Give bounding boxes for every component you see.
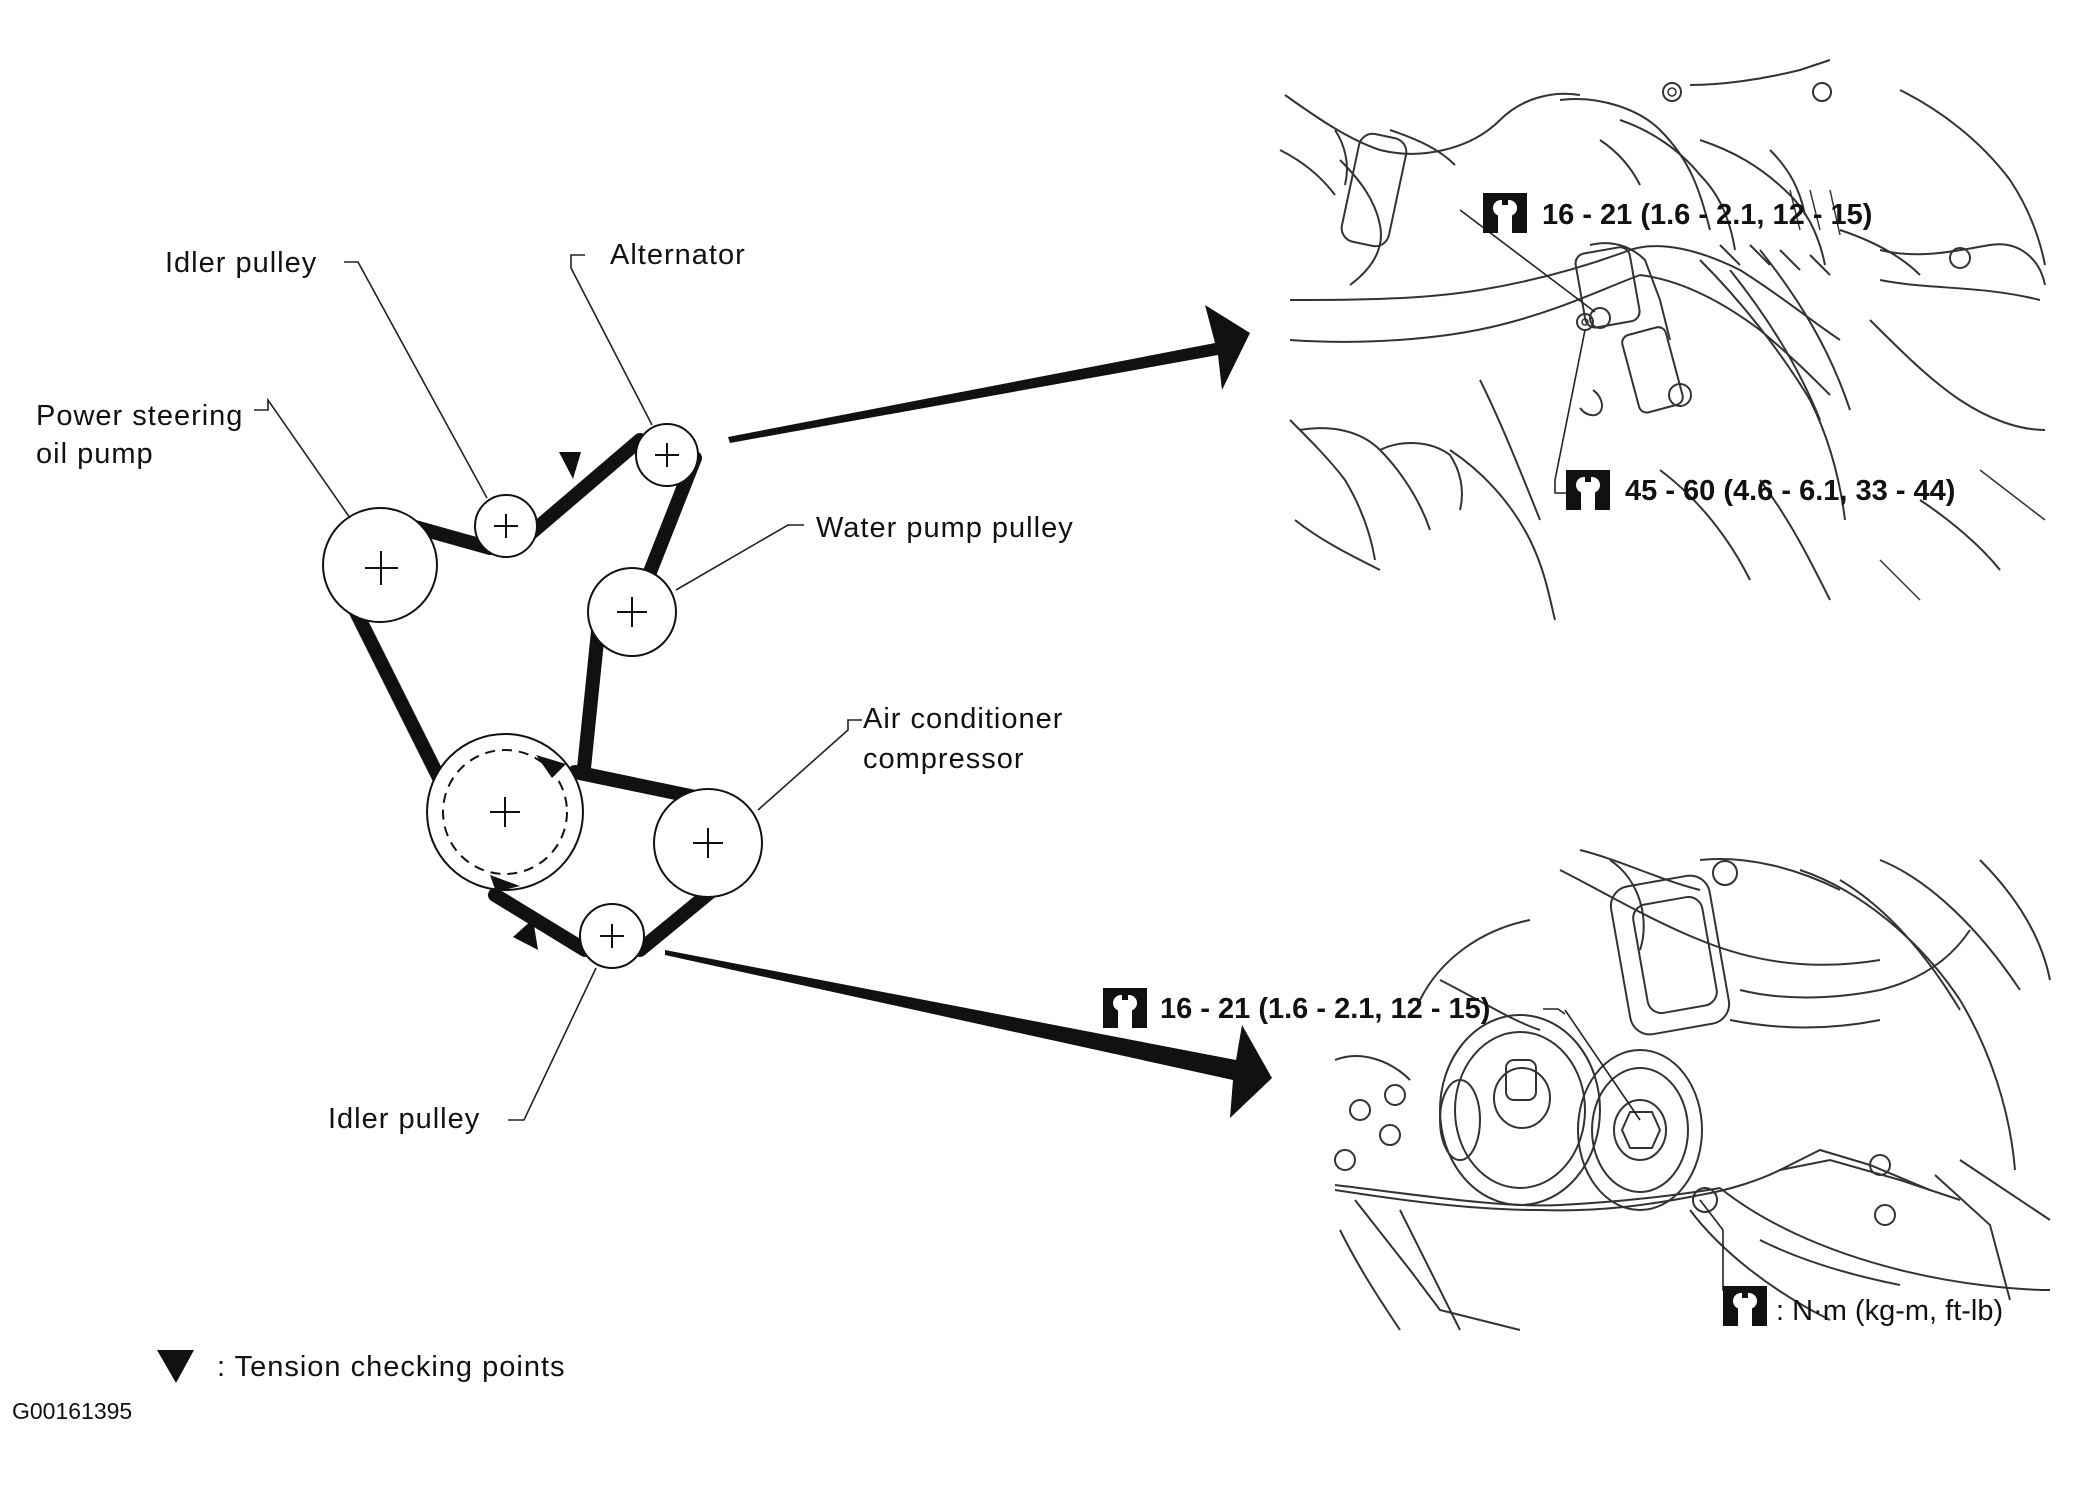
label-ac-line1: Air conditioner xyxy=(863,703,1063,735)
pulley-water-pump xyxy=(587,567,677,657)
tension-point-icon xyxy=(559,452,581,479)
belt-direction-mark xyxy=(490,875,520,892)
pulley-crankshaft xyxy=(426,733,584,891)
callout-arrow-idler xyxy=(665,950,1272,1118)
torque-wrench-icon xyxy=(1566,470,1610,510)
tension-point-icon xyxy=(157,1350,194,1383)
legend-tension-points: : Tension checking points xyxy=(217,1351,566,1383)
belt-schematic: Idler pulley Alternator Power steering o… xyxy=(36,239,1272,1135)
callout-arrow-alternator xyxy=(728,305,1250,443)
torque-alternator-lower: 45 - 60 (4.6 - 6.1, 33 - 44) xyxy=(1625,475,1955,507)
torque-wrench-icon xyxy=(1103,988,1147,1028)
torque-wrench-icon xyxy=(1483,193,1527,233)
alternator-mount-sketch xyxy=(1279,59,2046,621)
label-ac-line2: compressor xyxy=(863,743,1025,775)
torque-alternator-upper: 16 - 21 (1.6 - 2.1, 12 - 15) xyxy=(1542,199,1872,231)
torque-idler: 16 - 21 (1.6 - 2.1, 12 - 15) xyxy=(1160,993,1490,1025)
label-power-steering-line1: Power steering xyxy=(36,400,243,432)
tension-point-icon xyxy=(513,919,538,950)
torque-wrench-icon xyxy=(1723,1286,1767,1326)
label-idler-pulley-bottom: Idler pulley xyxy=(328,1103,480,1135)
belt-direction-mark xyxy=(536,755,566,778)
pulley-idler-top xyxy=(474,494,538,558)
label-power-steering-line2: oil pump xyxy=(36,438,154,470)
label-alternator: Alternator xyxy=(610,239,746,271)
pulley-power-steering xyxy=(322,507,438,623)
legend-torque-units: : N·m (kg-m, ft-lb) xyxy=(1776,1295,2003,1327)
pulley-alternator xyxy=(635,423,699,487)
idler-mount-sketch xyxy=(1334,849,2051,1331)
figure-code: G00161395 xyxy=(12,1398,132,1424)
label-idler-pulley-top: Idler pulley xyxy=(165,247,317,279)
label-water-pump: Water pump pulley xyxy=(816,512,1074,544)
pulley-ac-compressor xyxy=(653,788,763,898)
pulley-idler-bottom xyxy=(579,903,645,969)
